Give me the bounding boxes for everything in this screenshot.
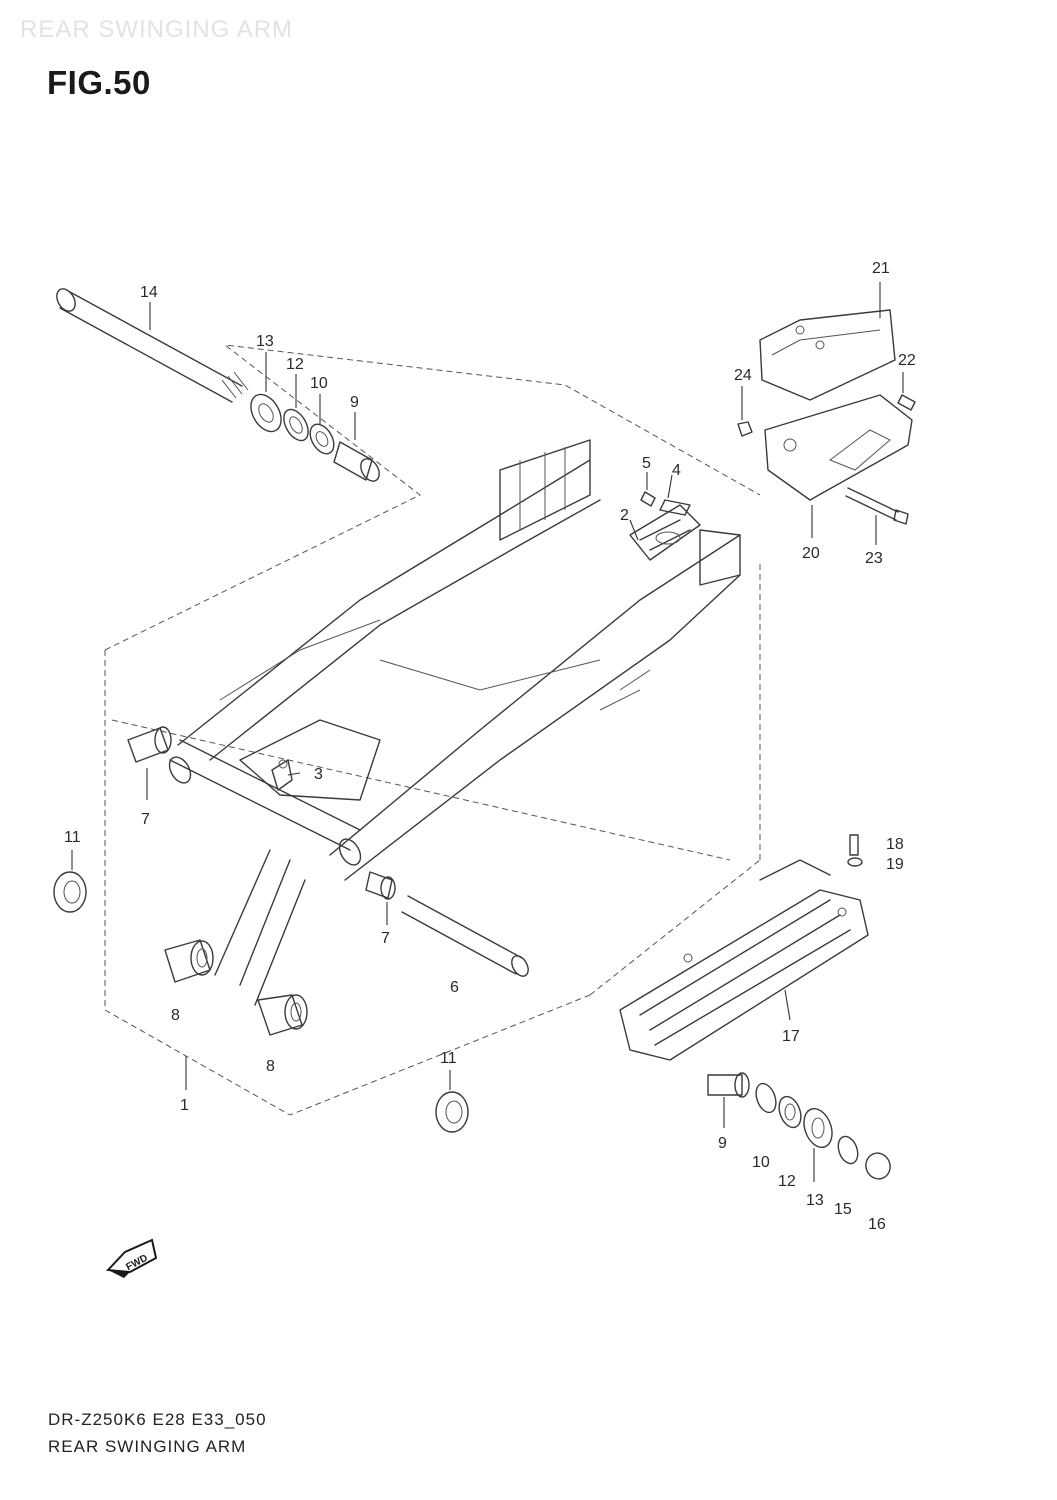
forward-arrow-icon: FWD [105,1238,158,1278]
bushing-part-9 [333,441,380,482]
bolt-part-5 [640,491,656,507]
bushing-part-8-lower [257,994,308,1036]
callout-9: 9 [350,394,359,411]
washer-part-12 [283,408,309,442]
callout-12-right: 12 [778,1173,796,1190]
bushing-part-9-right [707,1072,750,1098]
washer-part-15 [837,1135,859,1165]
leader-lines [71,282,904,1182]
callout-4: 4 [672,462,681,479]
figure-title: FIG.50 [47,64,151,101]
spacer-part-6 [401,895,529,977]
chain-buffer-bracket-part-21 [759,309,896,401]
callout-24: 24 [734,367,752,384]
callout-11-lower: 11 [440,1050,457,1067]
callout-8-lower: 8 [266,1058,275,1075]
bushing-part-8-upper [164,939,214,983]
washer-part-19 [847,857,863,867]
pivot-shaft-part-14 [56,288,249,403]
callout-labels: 14 13 12 10 9 5 4 2 3 7 7 6 11 11 8 8 1 … [64,260,916,1233]
screw-part-18 [849,834,859,856]
callout-12: 12 [286,356,304,373]
callout-13-right: 13 [806,1192,824,1209]
page-watermark: REAR SWINGING ARM [20,16,294,43]
washer-part-12-right [778,1095,802,1129]
callout-11-upper: 11 [64,829,81,846]
bearing-part-7-left [127,726,172,763]
chain-buffer-part-20 [764,394,913,501]
seal-part-10 [309,423,335,455]
diagram-code: DR-Z250K6 E28 E33_050 [48,1410,267,1429]
bolt-part-23 [845,487,909,525]
callout-15: 15 [834,1201,852,1218]
nut-part-24 [737,421,753,437]
diagram-caption: REAR SWINGING ARM [48,1437,247,1456]
callout-5: 5 [642,455,651,472]
callout-10-right: 10 [752,1154,770,1171]
callout-16: 16 [868,1216,886,1233]
swingarm-body-part-1 [168,439,741,1006]
callout-7-right: 7 [381,930,390,947]
callout-17: 17 [782,1028,800,1045]
cap-part-16 [865,1152,891,1180]
callout-22: 22 [898,352,916,369]
bearing-part-7-right [365,871,396,900]
callout-23: 23 [865,550,883,567]
chain-case-part-17 [619,859,869,1061]
bolt-part-22 [897,394,916,411]
callout-8-upper: 8 [171,1007,180,1024]
cap-part-11-upper [53,871,87,913]
callout-14: 14 [140,284,158,301]
callout-13: 13 [256,333,274,350]
callout-19: 19 [886,856,904,873]
callout-3: 3 [314,766,323,783]
callout-6: 6 [450,979,459,996]
chain-adjuster-part-2 [629,504,701,561]
callout-10: 10 [310,375,328,392]
cap-part-11-lower [435,1091,469,1133]
nut-part-13-right [803,1107,833,1149]
callout-9-right: 9 [718,1135,727,1152]
seal-part-10-right [755,1082,777,1114]
grease-nipple-part-3 [271,759,293,791]
callout-2: 2 [620,507,629,524]
nut-part-13 [250,393,282,433]
callout-20: 20 [802,545,820,562]
callout-21: 21 [872,260,890,277]
callout-18: 18 [886,836,904,853]
assembly-outline [104,344,761,1116]
callout-7-left: 7 [141,811,150,828]
callout-1: 1 [180,1097,189,1114]
plate-part-4 [659,499,691,516]
